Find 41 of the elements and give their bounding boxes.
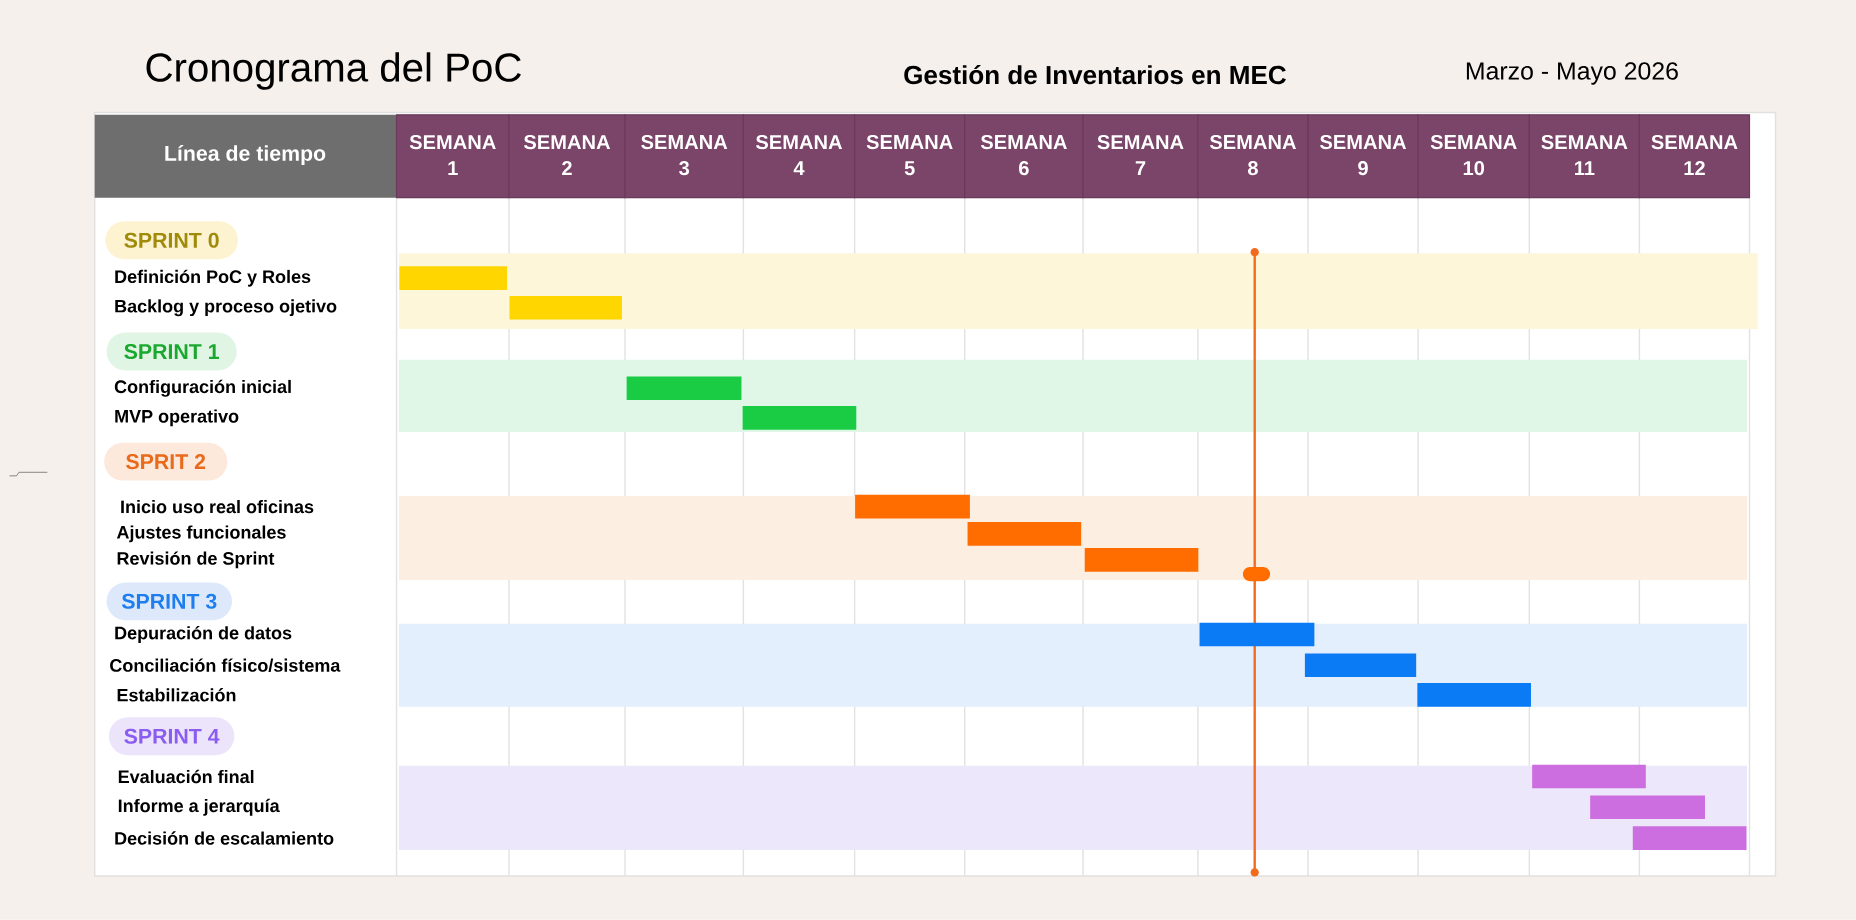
week-header: SEMANA 6 [964, 114, 1084, 199]
task-bar [1304, 653, 1417, 678]
task-bar [967, 522, 1082, 546]
date-range: Marzo - Mayo 2026 [1466, 62, 1678, 85]
week-header: SEMANA 2 [508, 114, 626, 199]
subtitle: Gestión de Inventarios en MEC [904, 65, 1286, 85]
week-header: SEMANA 9 [1307, 114, 1419, 199]
week-header: SEMANA 1 [395, 114, 510, 199]
header-cell: Línea de tiempo [94, 114, 397, 198]
task-bar [626, 376, 742, 401]
task-bar [742, 406, 857, 430]
task-label: MVP operativo [115, 409, 239, 427]
task-bar [1417, 683, 1531, 707]
week-header: SEMANA 4 [742, 114, 856, 199]
task-label: Inicio uso real oficinas [121, 500, 314, 514]
task-label: Ajustes funcionales [116, 525, 286, 543]
task-bar [399, 266, 508, 291]
task-label: Definición PoC y Roles [115, 269, 311, 287]
task-bar [1532, 764, 1646, 789]
task-label: Informe a jerarquía [118, 798, 280, 816]
sprint-badge: SPRINT 4 [108, 717, 235, 756]
task-bar [1590, 795, 1705, 820]
week-header: SEMANA 12 [1638, 114, 1751, 199]
task-label: Decisión de escalamiento [115, 831, 334, 845]
sprint-badge: SPRINT 3 [106, 582, 232, 621]
task-label: Backlog y proceso ojetivo [115, 299, 337, 317]
week-header: SEMANA 11 [1528, 114, 1640, 199]
week-header: SEMANA 3 [624, 114, 744, 199]
task-bar [509, 296, 622, 320]
title: Cronograma del PoC [146, 52, 521, 90]
task-bar [1632, 826, 1747, 851]
task-label: Conciliación físico/sistema [110, 658, 341, 673]
sprint-badge: SPRINT 0 [105, 221, 238, 260]
task-bar [1084, 548, 1199, 572]
week-header: SEMANA 10 [1417, 114, 1530, 199]
task-bar [855, 494, 970, 519]
task-label: Configuración inicial [114, 379, 291, 397]
week-header: SEMANA 7 [1082, 114, 1199, 199]
task-bar [1199, 622, 1315, 647]
week-header: SEMANA 8 [1197, 114, 1309, 199]
week-header: SEMANA 5 [854, 114, 966, 199]
